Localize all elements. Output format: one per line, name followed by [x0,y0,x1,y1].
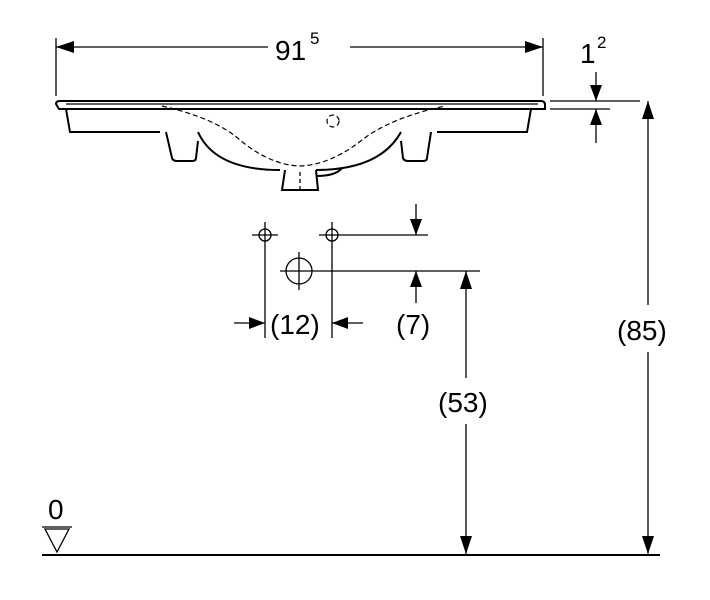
spacing-arrow-left [249,317,265,329]
width-arrow-right [525,41,543,53]
total-height-label: (85) [617,315,667,346]
width-label: 91 [275,35,306,66]
width-label-superscript: 5 [310,29,319,48]
rim-arrow-bottom [590,109,602,125]
drain-height-dimension: (53) [438,271,488,554]
spacing-arrow-right [332,317,348,329]
tap-offset-label: (7) [396,309,430,340]
drain-height-arrow-top [460,271,472,289]
basin-left-foot [165,131,199,162]
rim-arrow-top [590,85,602,101]
basin-right-foot [400,131,432,162]
drain-height-arrow-bottom [460,536,472,554]
basin-drain-outlet [280,167,343,191]
width-arrow-left [56,41,74,53]
tap-spacing-dimension: (12) [234,309,363,340]
right-tap-hole-marker [319,222,345,248]
basin-rim [54,100,546,110]
basin-hidden-bowl [161,105,446,167]
overflow-hole [326,114,340,128]
basin-body-outline [65,108,532,133]
rim-label: 1 [580,38,596,69]
total-height-dimension: (85) [617,101,667,554]
floor-reference: 0 [42,494,660,556]
left-tap-hole-marker [252,222,278,248]
drain-height-label: (53) [438,387,488,418]
tap-offset-dimension: (7) [396,204,430,340]
width-dimension: 91 5 [55,29,544,96]
floor-level-label: 0 [48,494,64,525]
rim-label-superscript: 2 [597,33,606,52]
floor-level-triangle-icon [43,528,71,554]
tap-holes [252,222,480,338]
tap-spacing-label: (12) [270,309,320,340]
washbasin [54,100,546,191]
offset-arrow-top [410,219,422,235]
drain-hole-marker [280,252,480,290]
offset-arrow-bottom [410,271,422,287]
basin-bowl-outline [197,131,402,171]
total-height-arrow-top [642,101,654,119]
rim-thickness-dimension: 1 2 [550,33,640,143]
total-height-arrow-bottom [642,536,654,554]
